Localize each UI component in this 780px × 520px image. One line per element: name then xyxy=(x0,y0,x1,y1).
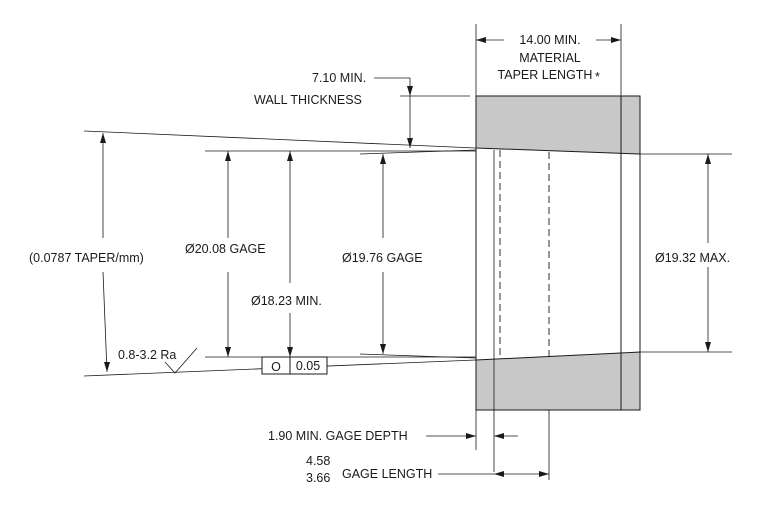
gage-length-label: GAGE LENGTH xyxy=(342,467,432,481)
outer-gage-arrow-bottom xyxy=(225,347,231,357)
gage-depth-arrow-right xyxy=(494,433,504,439)
part-upper-wall xyxy=(475,95,641,155)
circularity-symbol: O xyxy=(271,360,281,374)
surface-finish-callout: 0.8-3.2 Ra xyxy=(118,347,198,374)
taper-rate-arrow-bottom xyxy=(104,362,110,372)
taper-rate-arrow-top xyxy=(100,133,106,143)
inner-taper-lower xyxy=(359,353,477,359)
taper-rate-label: (0.0787 TAPER/mm) xyxy=(29,251,144,265)
taper-length-label-2: TAPER LENGTH xyxy=(498,68,593,82)
circularity-frame: O 0.05 xyxy=(261,356,328,375)
inner-gage-arrow-top xyxy=(380,154,386,164)
circularity-tolerance: 0.05 xyxy=(296,359,320,373)
taper-length-dimension: 14.00 MIN. MATERIAL TAPER LENGTH * xyxy=(475,24,622,96)
gage-diameter-inner-dimension: Ø19.76 GAGE xyxy=(342,154,423,354)
circularity-frame-box xyxy=(261,356,328,375)
wall-thickness-value: 7.10 MIN. xyxy=(312,71,366,85)
gage-depth-label: 1.90 MIN. GAGE DEPTH xyxy=(268,429,408,443)
gage-length-upper: 4.58 xyxy=(306,454,330,468)
min-arrow-bottom xyxy=(287,347,293,357)
min-arrow-top xyxy=(287,151,293,161)
max-arrow-top xyxy=(705,154,711,164)
gage-depth-dimension: 1.90 MIN. GAGE DEPTH xyxy=(268,410,518,450)
gage-diameter-inner: Ø19.76 GAGE xyxy=(342,251,423,265)
inner-taper-upper xyxy=(359,149,477,155)
part-lower-wall xyxy=(475,351,641,411)
gage-length-dimension: 4.58 3.66 GAGE LENGTH xyxy=(306,454,549,485)
wall-thickness-label: WALL THICKNESS xyxy=(254,93,362,107)
wall-thickness-arrow-down xyxy=(407,138,413,148)
inner-gage-arrow-bottom xyxy=(380,344,386,354)
gage-length-arrow-left xyxy=(494,471,504,477)
gage-depth-arrow-left xyxy=(466,433,476,439)
min-diameter-dimension: Ø18.23 MIN. xyxy=(251,151,322,357)
gage-diameter-outer: Ø20.08 GAGE xyxy=(185,242,266,256)
min-diameter: Ø18.23 MIN. xyxy=(251,294,322,308)
arrow-left xyxy=(476,37,486,43)
arrow-right xyxy=(611,37,621,43)
taper-upper-line xyxy=(83,130,477,149)
max-diameter-dimension: Ø19.32 MAX. xyxy=(655,154,730,352)
surface-finish-value: 0.8-3.2 Ra xyxy=(118,348,176,362)
taper-length-label-1: MATERIAL xyxy=(519,51,581,65)
wall-thickness-arrow-top xyxy=(407,86,413,96)
taper-rate-line-bottom xyxy=(102,271,108,373)
taper-length-note-mark: * xyxy=(595,70,600,84)
wall-thickness-dimension: 7.10 MIN. WALL THICKNESS xyxy=(254,71,470,148)
max-diameter: Ø19.32 MAX. xyxy=(655,251,730,265)
max-arrow-bottom xyxy=(705,342,711,352)
gage-length-lower: 3.66 xyxy=(306,471,330,485)
taper-length-value: 14.00 MIN. xyxy=(519,33,580,47)
surface-finish-symbol xyxy=(164,347,198,374)
part-body xyxy=(475,95,641,480)
gage-diameter-outer-dimension: Ø20.08 GAGE xyxy=(185,151,266,357)
taper-rate-dimension: (0.0787 TAPER/mm) xyxy=(29,133,144,373)
outer-gage-arrow-top xyxy=(225,151,231,161)
gage-length-arrow-right xyxy=(539,471,549,477)
